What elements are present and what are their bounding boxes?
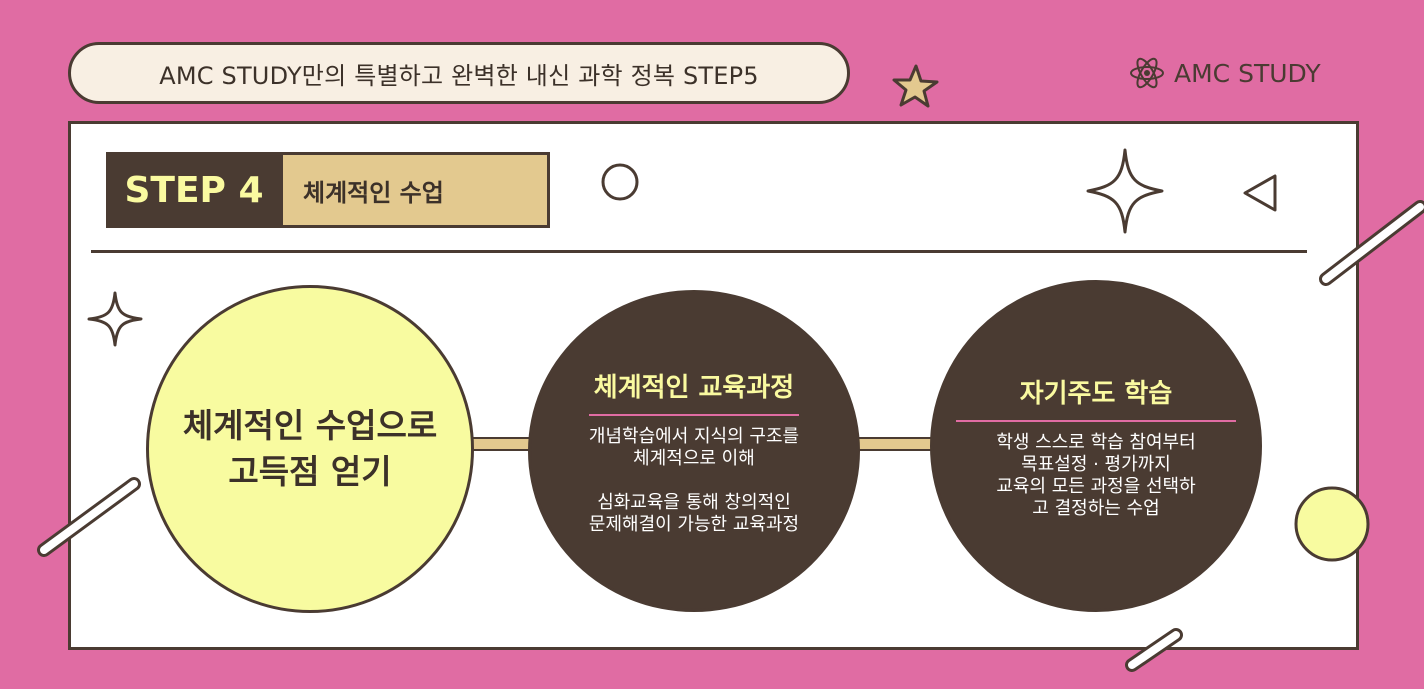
tagline-pill: AMC STUDY만의 특별하고 완벽한 내신 과학 정복 STEP5: [68, 42, 850, 104]
yellow-dot-decoration: [1294, 486, 1370, 562]
curriculum-line: 문제해결이 가능한 교육과정: [588, 513, 800, 535]
star-icon: [892, 64, 939, 108]
atom-icon: [1130, 57, 1164, 89]
step-number-label: STEP 4: [124, 169, 264, 211]
brand-logo: AMC STUDY: [1128, 56, 1321, 90]
curriculum-divider: [589, 413, 799, 416]
connector-bar: [856, 437, 934, 451]
self-directed-line: 교육의 모든 과정을 선택하: [996, 475, 1196, 497]
main-goal-circle: 체계적인 수업으로 고득점 얻기: [146, 285, 474, 613]
curriculum-line: 심화교육을 통해 창의적인: [597, 491, 791, 513]
main-goal-line2: 고득점 얻기: [228, 452, 392, 491]
self-directed-body: 학생 스스로 학습 참여부터 목표설정 · 평가까지 교육의 모든 과정을 선택…: [996, 432, 1195, 520]
main-goal-line1: 체계적인 수업으로: [182, 406, 438, 445]
self-directed-line: 학생 스스로 학습 참여부터: [996, 431, 1196, 453]
triangle-outline-icon: [1243, 174, 1277, 212]
self-directed-circle: 자기주도 학습 학생 스스로 학습 참여부터 목표설정 · 평가까지 교육의 모…: [930, 280, 1262, 612]
circle-outline-icon: [601, 163, 639, 201]
tagline-text: AMC STUDY만의 특별하고 완벽한 내신 과학 정복 STEP5: [159, 61, 759, 90]
self-directed-divider: [956, 419, 1236, 422]
curriculum-title: 체계적인 교육과정: [593, 372, 795, 403]
step-title: 체계적인 수업: [303, 178, 444, 207]
self-directed-line: 목표설정 · 평가까지: [1021, 453, 1171, 475]
self-directed-title: 자기주도 학습: [1019, 378, 1173, 409]
brand-name: AMC STUDY: [1174, 58, 1321, 88]
curriculum-body: 개념학습에서 지식의 구조를 체계적으로 이해 심화교육을 통해 창의적인 문제…: [589, 426, 799, 536]
sparkle-small-icon: [87, 291, 143, 347]
curriculum-line: 개념학습에서 지식의 구조를: [588, 425, 800, 447]
sparkle-icon: [1086, 148, 1164, 234]
self-directed-line: 고 결정하는 수업: [1032, 497, 1160, 519]
header-divider: [91, 250, 1307, 253]
connector-bar: [470, 437, 532, 451]
step-number-badge: STEP 4: [106, 152, 282, 228]
curriculum-line: 체계적으로 이해: [633, 447, 755, 469]
step-title-box: 체계적인 수업: [280, 152, 550, 228]
curriculum-circle: 체계적인 교육과정 개념학습에서 지식의 구조를 체계적으로 이해 심화교육을 …: [528, 290, 860, 612]
